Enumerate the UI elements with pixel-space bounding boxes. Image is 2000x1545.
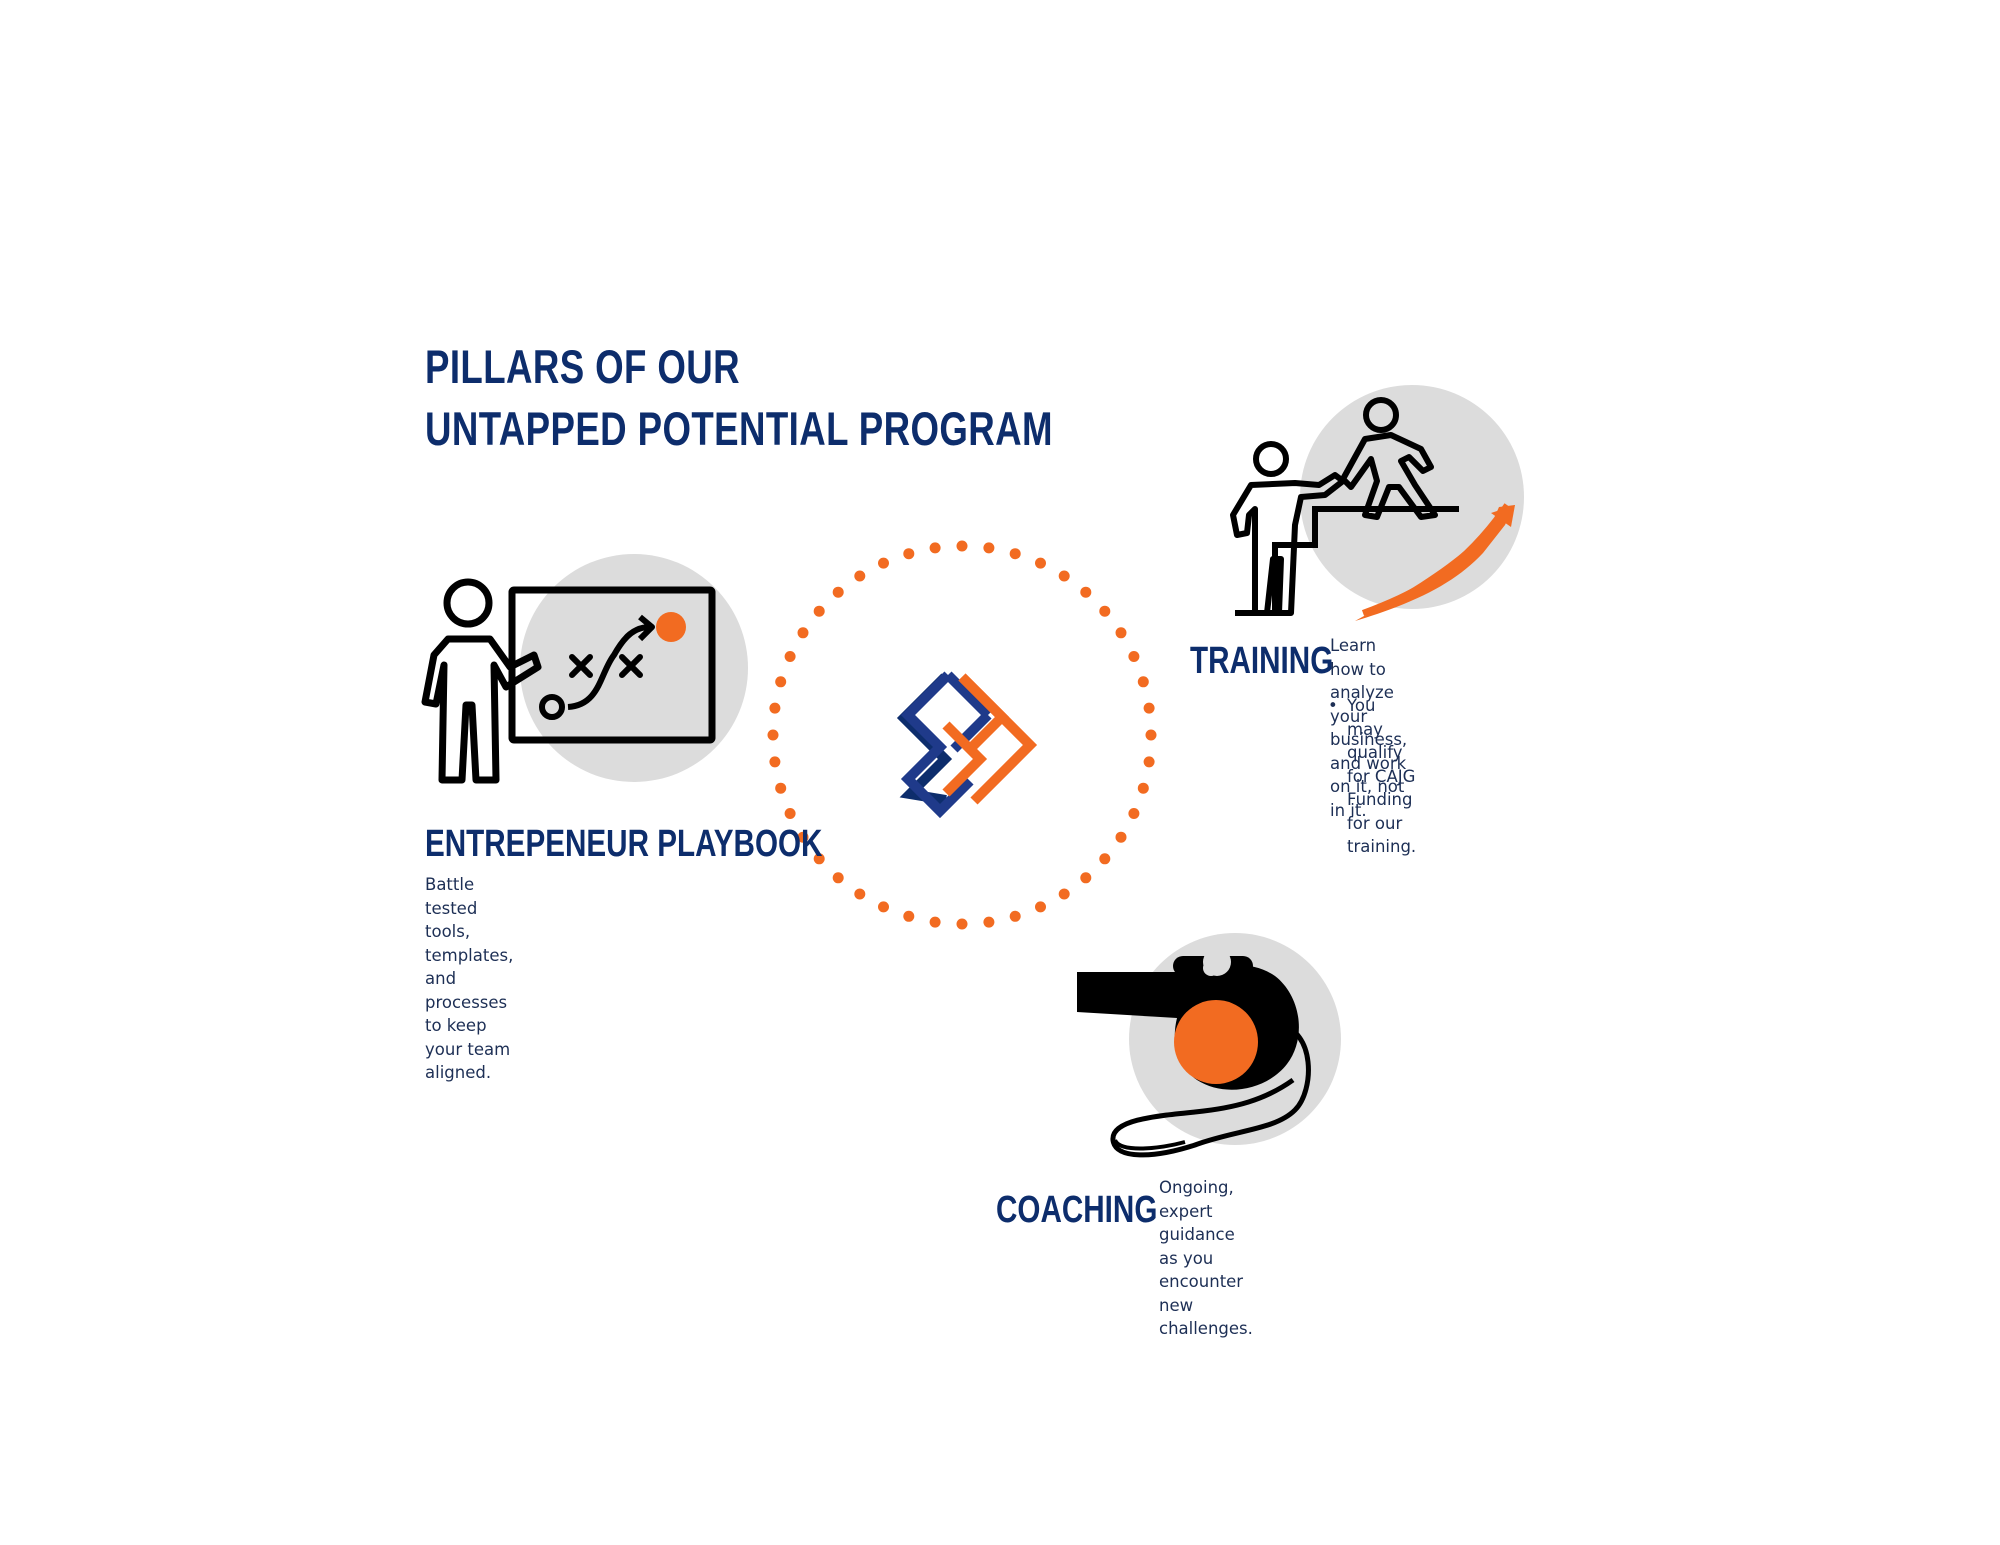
training-bullet-line-2: Funding for our training.: [1347, 790, 1417, 856]
ring-dot: [767, 729, 779, 741]
ring-dot: [1099, 605, 1111, 617]
coaching-desc-line-1: Ongoing, expert guidance as you: [1159, 1178, 1235, 1268]
ring-dot: [832, 586, 844, 598]
playbook-desc-line-2: processes to keep your team aligned.: [425, 992, 511, 1083]
ring-dot: [1137, 676, 1149, 688]
ring-dot: [1143, 756, 1155, 768]
ring-dot: [1115, 627, 1127, 639]
ring-dot: [956, 918, 968, 930]
ring-dot: [813, 605, 825, 617]
playbook-description: Battle tested tools, templates, and proc…: [425, 873, 513, 1085]
training-bullet-line-1: You may qualify for CAJG: [1347, 696, 1416, 786]
playbook-heading: ENTREPENEUR PLAYBOOK: [425, 823, 823, 865]
whistle-icon: [1077, 933, 1341, 1158]
ring-dot: [832, 872, 844, 884]
coaching-desc-line-2: encounter new challenges.: [1159, 1272, 1253, 1338]
ring-dot: [1145, 729, 1157, 741]
ring-dot: [903, 910, 915, 922]
ring-dot: [1143, 702, 1155, 714]
page-title: PILLARS OF OUR UNTAPPED POTENTIAL PROGRA…: [425, 336, 1053, 460]
ring-dot: [929, 916, 941, 928]
ring-dot: [956, 540, 968, 552]
title-line-2: UNTAPPED POTENTIAL PROGRAM: [425, 402, 1053, 455]
training-bullet-item: You may qualify for CAJG Funding for our…: [1328, 694, 1416, 859]
ring-dot: [878, 557, 889, 569]
ring-dot: [929, 542, 941, 554]
ring-dot: [1128, 651, 1140, 662]
ring-dot: [1009, 910, 1021, 922]
ring-dot: [813, 853, 825, 865]
ring-dot: [854, 888, 866, 900]
ring-dot: [854, 570, 866, 582]
ring-dot: [797, 831, 809, 843]
ring-dot: [1128, 808, 1140, 819]
ring-dot: [775, 782, 787, 794]
training-bullet-list: You may qualify for CAJG Funding for our…: [1328, 694, 1416, 859]
ring-dot: [1009, 548, 1021, 560]
title-line-1: PILLARS OF OUR: [425, 340, 741, 393]
ring-dot: [769, 756, 781, 768]
ring-dot: [1035, 557, 1046, 569]
ring-dot: [769, 702, 781, 714]
chevron-logo-icon: [896, 671, 1038, 819]
presenter-whiteboard-icon: [421, 554, 748, 784]
ring-dot: [784, 651, 796, 662]
coaching-heading: COACHING: [996, 1189, 1158, 1231]
ring-dot: [1080, 586, 1092, 598]
ring-dot: [878, 901, 889, 913]
ring-dot: [983, 542, 995, 554]
ring-dot: [1058, 570, 1070, 582]
ring-dot: [903, 548, 915, 560]
ring-dot: [784, 808, 796, 819]
playbook-desc-line-1: Battle tested tools, templates, and: [425, 875, 514, 988]
ring-dot: [1137, 782, 1149, 794]
ring-dot: [983, 916, 995, 928]
ring-dot: [775, 676, 787, 688]
ring-dot: [797, 627, 809, 639]
coaching-description: Ongoing, expert guidance as you encounte…: [1159, 1176, 1253, 1341]
climbing-steps-helping-hand-icon: [1230, 385, 1524, 621]
ring-dot: [1099, 853, 1111, 865]
ring-dot: [1115, 831, 1127, 843]
ring-dot: [1080, 872, 1092, 884]
ring-dot: [1058, 888, 1070, 900]
ring-dot: [1035, 901, 1046, 913]
training-heading: TRAINING: [1190, 640, 1334, 682]
